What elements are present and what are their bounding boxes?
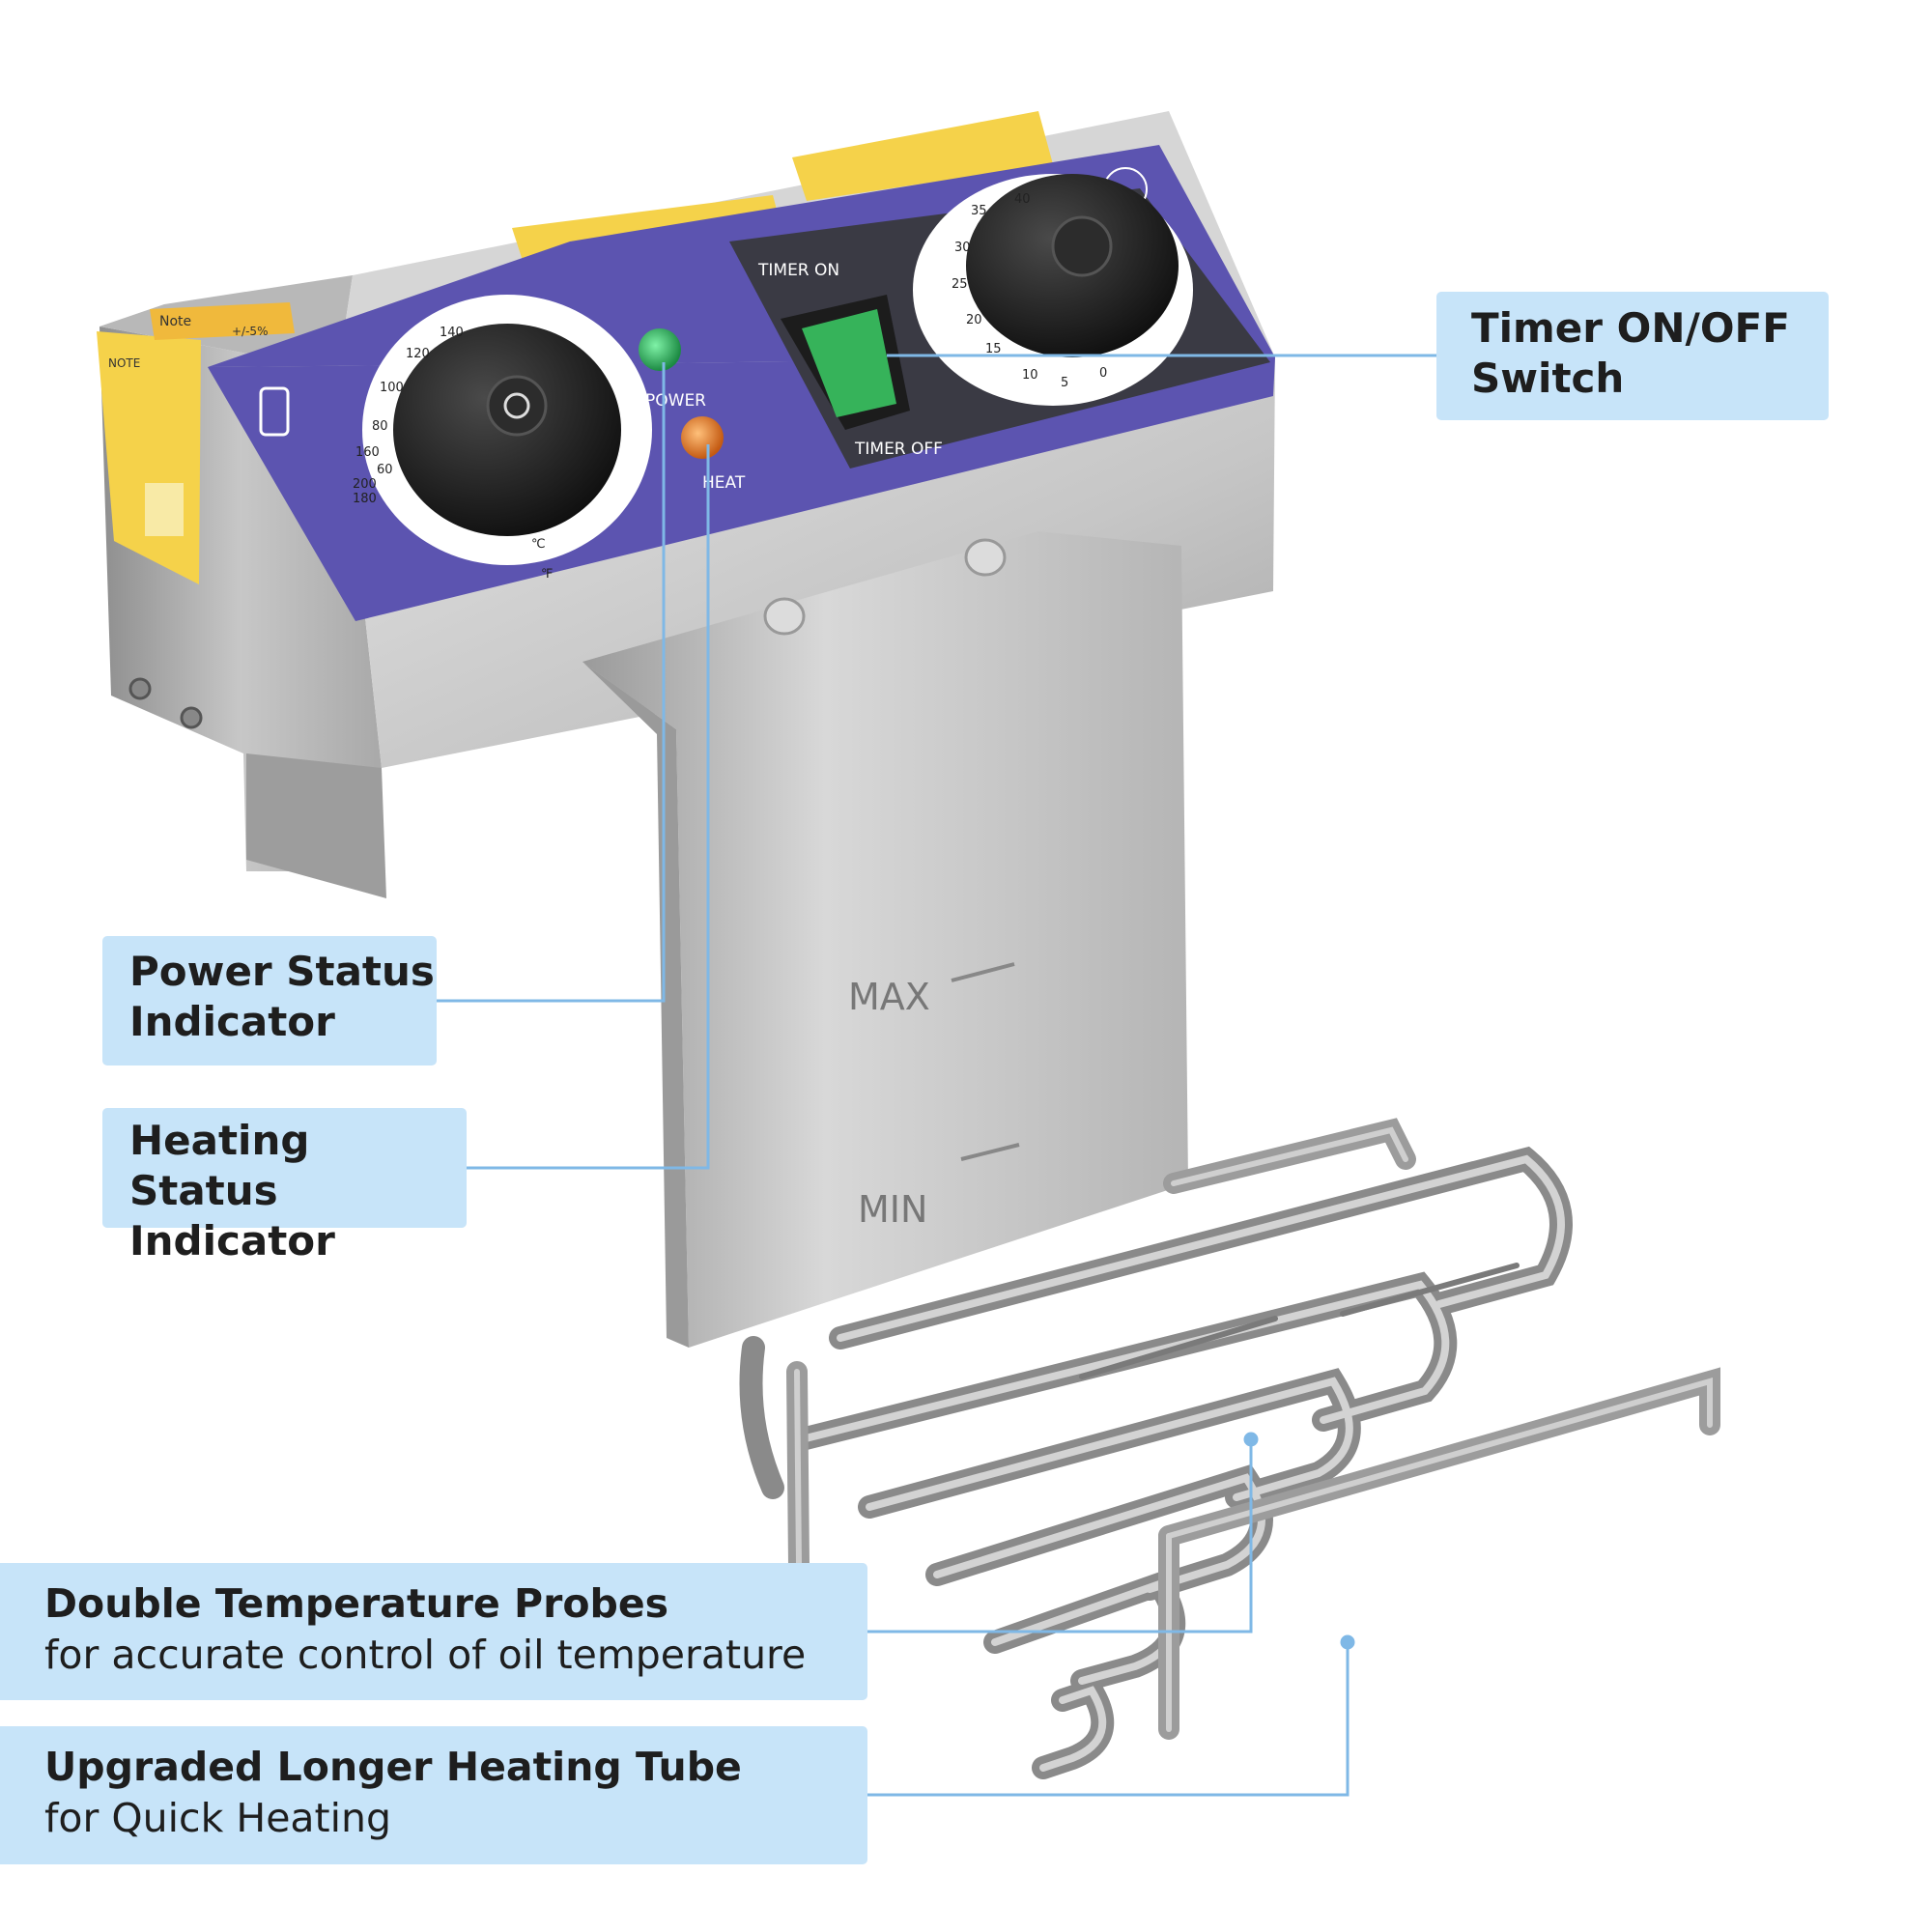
- rocker-switch[interactable]: [802, 309, 896, 417]
- power-indicator-callout: Power Status Indicator: [102, 936, 437, 1065]
- power-callout-line2: Indicator: [129, 998, 335, 1045]
- leader-power: [437, 362, 666, 1003]
- power-callout-line1: Power Status: [129, 948, 435, 995]
- heating-tube-callout: Upgraded Longer Heating Tube for Quick H…: [0, 1726, 867, 1864]
- timer-tick-5: 5: [1061, 376, 1068, 390]
- heat-label: HEAT: [702, 473, 746, 493]
- heating-element-plate: MAX MIN: [582, 531, 1188, 1348]
- heat-lamp: HEAT: [681, 416, 746, 493]
- timer-callout-line1: Timer ON/OFF: [1471, 304, 1790, 352]
- thermostat-tick-140: 140: [440, 326, 464, 340]
- leader-probes: [867, 1439, 1253, 1634]
- fahrenheit-symbol: ℉: [541, 567, 553, 582]
- timer-on-label: TIMER ON: [757, 261, 839, 280]
- heat-callout-line1: Heating Status: [129, 1117, 310, 1214]
- probes-callout-title: Double Temperature Probes: [44, 1580, 669, 1627]
- thermostat-tick-60: 60: [377, 463, 393, 477]
- thermostat-tick-160: 160: [355, 445, 380, 460]
- thermostat-tick-180: 180: [353, 492, 377, 506]
- heating-tubes: [739, 1118, 1720, 1779]
- thermostat-tick-120: 120: [406, 347, 430, 361]
- probes-callout-subtitle: for accurate control of oil temperature: [44, 1632, 807, 1678]
- note-label: NOTE: [108, 356, 140, 370]
- thermostat-tick-100: 100: [380, 381, 404, 395]
- timer-tick-40: 40: [1014, 192, 1031, 207]
- tube-callout-title: Upgraded Longer Heating Tube: [44, 1744, 742, 1790]
- leader-heat: [467, 444, 710, 1170]
- tube-pointer-dot: [1340, 1634, 1355, 1650]
- timer-callout-line2: Switch: [1471, 355, 1625, 402]
- timer-switch[interactable]: TIMER ON TIMER OFF: [757, 261, 943, 459]
- min-mark: MIN: [858, 1188, 927, 1231]
- thermostat-dial[interactable]: 60 80 100 120 140 160 180 200 ℃ ℉: [353, 295, 652, 582]
- heating-indicator-callout: Heating Status Indicator: [102, 1108, 467, 1264]
- timer-tick-25: 25: [952, 277, 968, 292]
- thermostat-tick-200: 200: [353, 477, 377, 492]
- heat-callout-line2: Indicator: [129, 1217, 335, 1264]
- power-label: POWER: [645, 391, 706, 411]
- timer-switch-callout: Timer ON/OFF Switch: [1436, 292, 1829, 420]
- timer-tick-20: 20: [966, 313, 982, 327]
- tolerance-text: +/-5%: [232, 325, 268, 338]
- note-sticker: Note: [159, 314, 191, 329]
- thermometer-icon: [259, 386, 290, 437]
- tube-callout-subtitle: for Quick Heating: [44, 1795, 392, 1841]
- timer-tick-10: 10: [1022, 368, 1038, 383]
- callout-leader-lines: [437, 354, 1436, 1797]
- max-mark: MAX: [848, 976, 930, 1018]
- side-connectors: [128, 677, 203, 729]
- probe-pointer-dot: [1243, 1432, 1259, 1447]
- timer-tick-35: 35: [971, 204, 987, 218]
- leader-tube: [867, 1642, 1350, 1797]
- temperature-probes-callout: Double Temperature Probes for accurate c…: [0, 1563, 867, 1700]
- thermostat-tick-80: 80: [372, 419, 388, 434]
- timer-tick-15: 15: [985, 342, 1002, 356]
- timer-dial[interactable]: 0 5 10 15 20 25 30 35 40: [913, 174, 1193, 406]
- timer-off-label: TIMER OFF: [854, 440, 943, 459]
- timer-tick-30: 30: [954, 241, 971, 255]
- timer-tick-0: 0: [1099, 366, 1107, 381]
- power-lamp: POWER: [639, 328, 706, 411]
- celsius-symbol: ℃: [531, 537, 546, 552]
